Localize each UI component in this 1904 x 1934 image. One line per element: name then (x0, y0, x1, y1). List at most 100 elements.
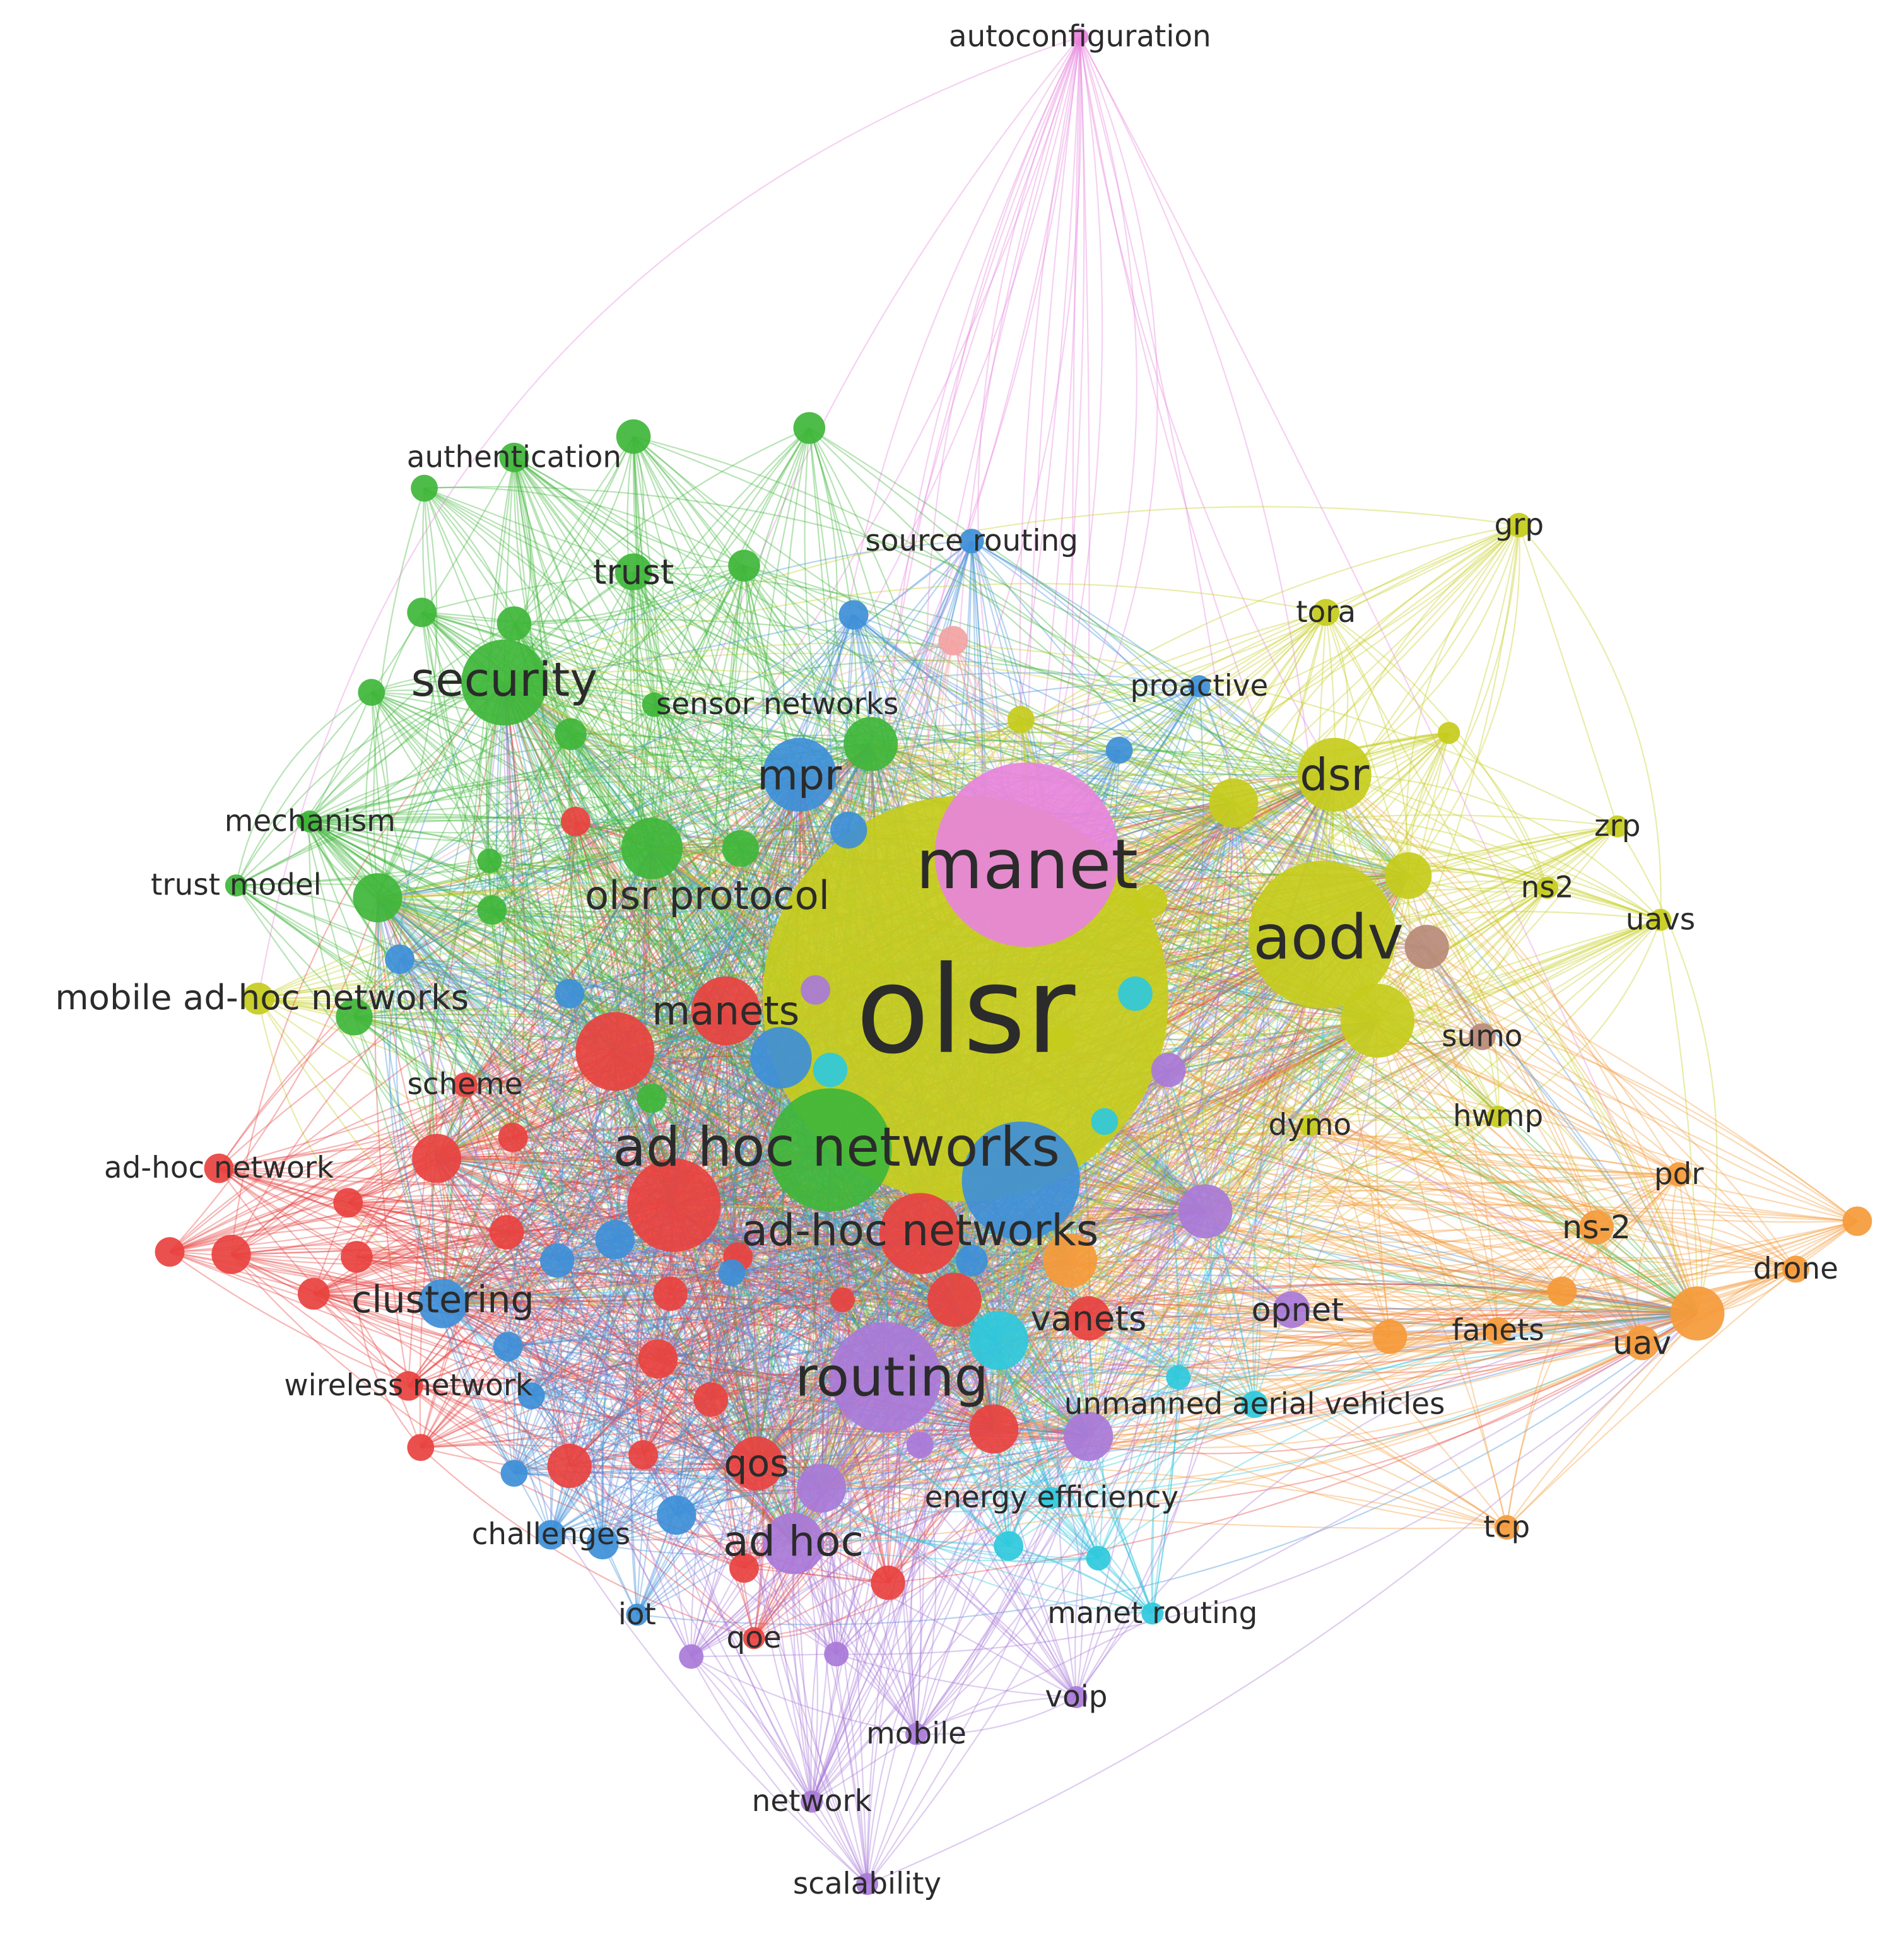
keyword-node[interactable] (547, 1443, 592, 1488)
node-tcp[interactable] (1494, 1515, 1519, 1540)
keyword-node[interactable] (555, 718, 587, 751)
keyword-node[interactable] (657, 1495, 696, 1535)
label-manet[interactable]: manet (916, 824, 1138, 905)
keyword-node[interactable] (728, 549, 760, 582)
label-manet-routing[interactable]: manet routing (1047, 1597, 1257, 1631)
keyword-node[interactable] (407, 597, 437, 628)
keyword-node[interactable] (938, 626, 968, 656)
label-qos[interactable]: qos (724, 1442, 789, 1485)
node-wireless-network[interactable] (393, 1371, 423, 1401)
node-trust-model[interactable] (225, 874, 247, 897)
node-source-routing[interactable] (959, 529, 984, 554)
keyword-node[interactable] (969, 1311, 1028, 1370)
keyword-node[interactable] (155, 1237, 185, 1267)
keyword-node[interactable] (341, 1241, 373, 1273)
keyword-node[interactable] (1086, 1545, 1111, 1571)
label-fanets[interactable]: fanets (1452, 1314, 1544, 1348)
keyword-node[interactable] (1105, 736, 1133, 764)
keyword-node[interactable] (517, 1382, 545, 1410)
keyword-node[interactable] (296, 812, 314, 830)
keyword-node[interactable] (801, 975, 830, 1005)
keyword-node[interactable] (333, 1188, 363, 1218)
node-voip[interactable] (1065, 1686, 1088, 1708)
label-ad-hoc-networks[interactable]: ad hoc networks (613, 1116, 1060, 1179)
label-clustering[interactable]: clustering (351, 1279, 534, 1322)
label-ad-hoc-network[interactable]: ad-hoc network (104, 1151, 334, 1185)
label-sensor-networks[interactable]: sensor networks (656, 688, 898, 722)
node-sensor-networks[interactable] (642, 692, 667, 717)
keyword-node[interactable] (297, 1277, 330, 1310)
node-mobile-ad-hoc-networks[interactable] (242, 982, 274, 1015)
label-pdr[interactable]: pdr (1654, 1157, 1704, 1192)
keyword-node[interactable] (1209, 778, 1259, 828)
keyword-node[interactable] (385, 944, 414, 975)
node-tora[interactable] (1312, 599, 1340, 626)
label-ad-hoc-networks2[interactable]: ad-hoc networks (741, 1206, 1098, 1256)
label-network[interactable]: network (752, 1785, 872, 1819)
node-unmanned-aerial-vehicles[interactable] (1241, 1391, 1268, 1418)
keyword-node[interactable] (824, 1641, 849, 1667)
keyword-node[interactable] (627, 1158, 721, 1252)
keyword-node[interactable] (955, 1245, 988, 1277)
label-trust[interactable]: trust (593, 552, 674, 592)
node-ad-hoc-networks2[interactable] (879, 1193, 961, 1274)
keyword-node[interactable] (1438, 722, 1460, 744)
label-drone[interactable]: drone (1753, 1252, 1838, 1286)
keyword-node[interactable] (830, 811, 867, 849)
keyword-node[interactable] (838, 600, 869, 630)
keyword-node[interactable] (1151, 1052, 1186, 1087)
node-network[interactable] (801, 1790, 823, 1813)
node-hwmp[interactable] (1487, 1105, 1510, 1128)
node-drone[interactable] (1782, 1255, 1809, 1283)
node-dymo[interactable] (1298, 1114, 1321, 1137)
keyword-node[interactable] (616, 419, 651, 454)
keyword-node[interactable] (628, 1440, 658, 1470)
node-olsr-protocol[interactable] (621, 818, 683, 879)
label-hwmp[interactable]: hwmp (1453, 1099, 1543, 1134)
keyword-node[interactable] (653, 1276, 688, 1311)
node-autoconfiguration[interactable] (1071, 28, 1089, 46)
keyword-node[interactable] (750, 1027, 812, 1089)
keyword-node[interactable] (718, 1259, 746, 1287)
node-challenges[interactable] (536, 1520, 566, 1550)
label-dymo[interactable]: dymo (1268, 1108, 1351, 1142)
node-zrp[interactable] (1606, 815, 1629, 838)
keyword-node[interactable] (358, 679, 385, 706)
keyword-node[interactable] (843, 717, 898, 771)
label-ns-2[interactable]: ns-2 (1562, 1209, 1631, 1246)
node-trust[interactable] (614, 553, 652, 590)
node-grp[interactable] (1507, 513, 1532, 537)
keyword-node[interactable] (1842, 1206, 1872, 1236)
node-vanets[interactable] (1066, 1296, 1111, 1341)
keyword-node[interactable] (637, 1083, 667, 1113)
keyword-node[interactable] (813, 1052, 848, 1087)
node-clustering[interactable] (418, 1279, 467, 1328)
label-trust-model[interactable]: trust model (151, 869, 322, 903)
label-vanets[interactable]: vanets (1030, 1298, 1146, 1339)
node-opnet[interactable] (1272, 1291, 1310, 1328)
keyword-node[interactable] (353, 873, 403, 923)
keyword-node[interactable] (595, 1220, 635, 1260)
keyword-node[interactable] (969, 1404, 1019, 1454)
label-security[interactable]: security (411, 653, 597, 707)
node-qos[interactable] (729, 1436, 784, 1491)
label-dsr[interactable]: dsr (1300, 749, 1369, 800)
keyword-node[interactable] (1372, 1319, 1407, 1354)
keyword-node[interactable] (1341, 983, 1415, 1058)
label-routing[interactable]: routing (795, 1346, 989, 1409)
node-ad-hoc-networks[interactable] (768, 1088, 892, 1212)
keyword-node[interactable] (1132, 884, 1168, 919)
keyword-node[interactable] (1166, 1365, 1191, 1390)
keyword-node[interactable] (679, 1644, 704, 1669)
keyword-node[interactable] (498, 1123, 528, 1152)
keyword-node[interactable] (830, 1287, 855, 1313)
node-ns-2[interactable] (1579, 1210, 1614, 1245)
label-tora[interactable]: tora (1296, 595, 1356, 630)
label-voip[interactable]: voip (1045, 1680, 1107, 1714)
keyword-node[interactable] (994, 1531, 1024, 1561)
node-sumo[interactable] (1468, 1023, 1496, 1050)
keyword-node[interactable] (693, 1382, 729, 1417)
label-olsr[interactable]: olsr (855, 941, 1076, 1081)
keyword-node[interactable] (477, 848, 502, 874)
node-manet[interactable] (934, 762, 1120, 947)
